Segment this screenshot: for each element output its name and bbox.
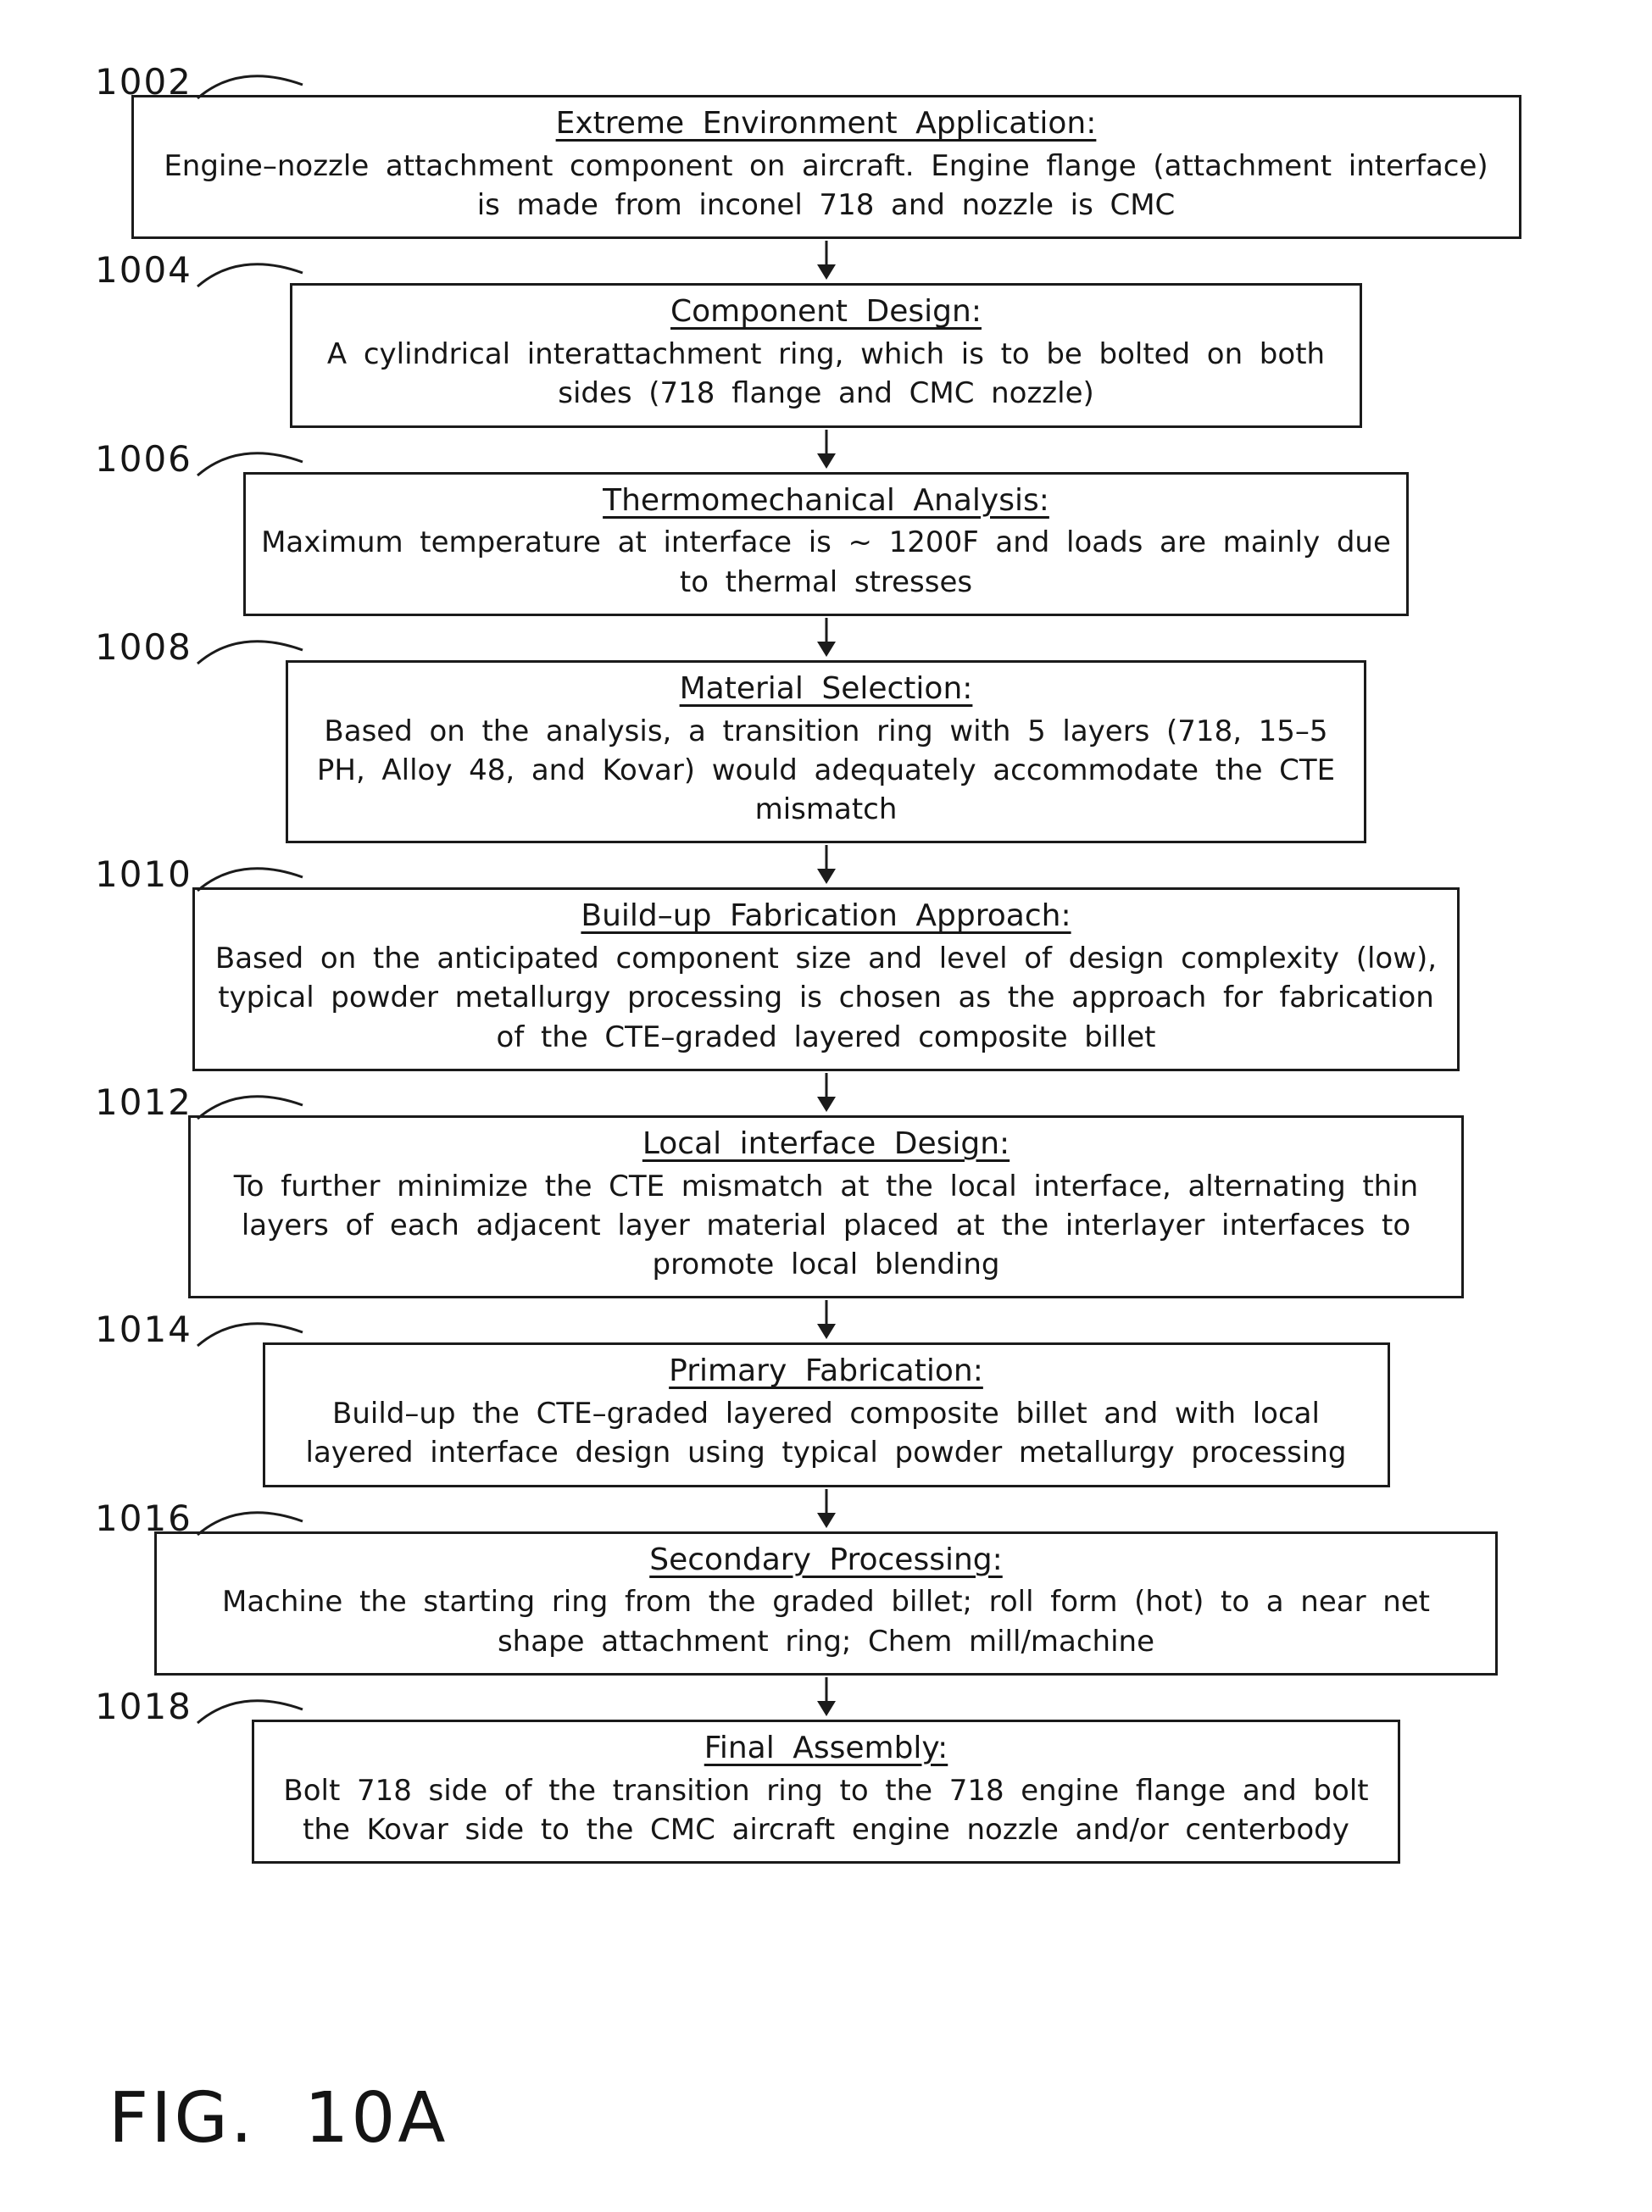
step-body: To further minimize the CTE mismatch at … <box>233 1169 1419 1282</box>
flow-step: 1012 Local interface Design: To further … <box>0 1081 1652 1299</box>
flow: 1002 Extreme Environment Application: En… <box>0 61 1652 1865</box>
step-box: Build–up Fabrication Approach: Based on … <box>192 887 1460 1071</box>
step-title: Thermomechanical Analysis: <box>603 482 1049 518</box>
flow-arrow-icon <box>0 1071 1652 1115</box>
flow-step: 1018 Final Assembly: Bolt 718 side of th… <box>0 1686 1652 1865</box>
flow-arrow-icon <box>0 843 1652 887</box>
flow-step: 1006 Thermomechanical Analysis: Maximum … <box>0 438 1652 616</box>
step-title: Primary Fabrication: <box>669 1353 983 1389</box>
step-title: Build–up Fabrication Approach: <box>581 898 1071 934</box>
step-title: Final Assembly: <box>704 1730 948 1765</box>
step-box: Final Assembly: Bolt 718 side of the tra… <box>252 1719 1400 1865</box>
step-box: Extreme Environment Application: Engine–… <box>131 95 1521 240</box>
step-body: Maximum temperature at interface is ~ 12… <box>261 525 1391 599</box>
step-body: A cylindrical interattachment ring, whic… <box>326 337 1326 411</box>
step-body: Engine–nozzle attachment component on ai… <box>164 148 1488 223</box>
step-box: Material Selection: Based on the analysi… <box>286 659 1366 844</box>
step-box: Primary Fabrication: Build–up the CTE–gr… <box>262 1342 1390 1487</box>
step-title: Extreme Environment Application: <box>555 106 1097 141</box>
flow-arrow-icon <box>0 1676 1652 1720</box>
flow-step: 1008 Material Selection: Based on the an… <box>0 626 1652 844</box>
figure-caption: FIG. 10A <box>108 2078 448 2159</box>
flow-step: 1014 Primary Fabrication: Build–up the C… <box>0 1309 1652 1487</box>
step-body: Build–up the CTE–graded layered composit… <box>305 1397 1347 1470</box>
step-body: Based on the anticipated component size … <box>214 942 1438 1054</box>
flow-arrow-icon <box>0 1487 1652 1531</box>
flow-arrow-icon <box>0 1298 1652 1342</box>
step-box: Secondary Processing: Machine the starti… <box>154 1531 1498 1676</box>
flow-arrow-icon <box>0 239 1652 283</box>
step-title: Secondary Processing: <box>649 1542 1003 1577</box>
step-box: Thermomechanical Analysis: Maximum tempe… <box>243 471 1409 616</box>
flow-step: 1004 Component Design: A cylindrical int… <box>0 249 1652 428</box>
flow-arrow-icon <box>0 616 1652 660</box>
step-body: Based on the analysis, a transition ring… <box>316 714 1336 827</box>
step-box: Component Design: A cylindrical interatt… <box>290 283 1362 428</box>
step-title: Local interface Design: <box>642 1125 1010 1161</box>
step-body: Machine the starting ring from the grade… <box>222 1585 1430 1659</box>
flow-step: 1010 Build–up Fabrication Approach: Base… <box>0 853 1652 1071</box>
step-body: Bolt 718 side of the transition ring to … <box>283 1773 1369 1847</box>
step-box: Local interface Design: To further minim… <box>188 1114 1464 1299</box>
flow-step: 1016 Secondary Processing: Machine the s… <box>0 1498 1652 1676</box>
step-title: Material Selection: <box>679 670 973 706</box>
flow-arrow-icon <box>0 428 1652 472</box>
step-title: Component Design: <box>670 294 982 330</box>
flow-step: 1002 Extreme Environment Application: En… <box>0 61 1652 240</box>
